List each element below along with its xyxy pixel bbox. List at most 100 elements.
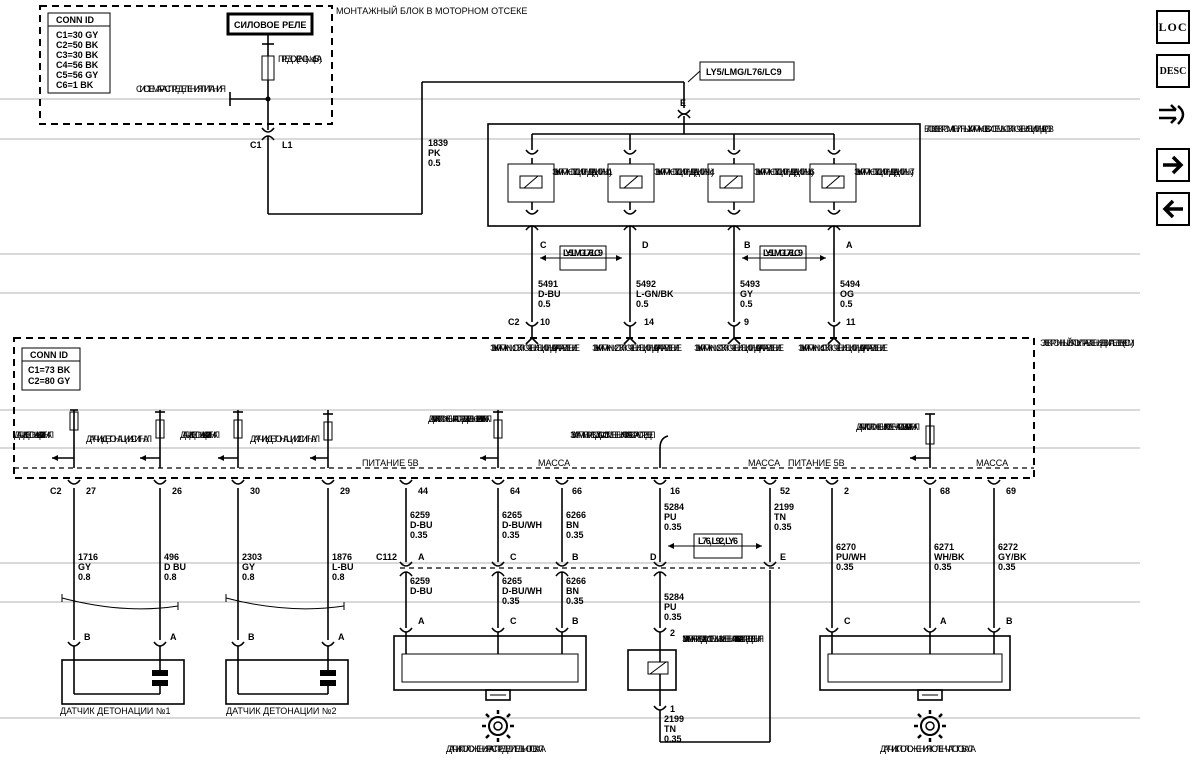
c112-pin: B — [572, 552, 579, 562]
svg-text:6266: 6266 — [566, 510, 586, 520]
svg-text:0.35: 0.35 — [566, 530, 584, 540]
c112-pin: E — [780, 552, 786, 562]
engine-box-title: МОНТАЖНЫЙ БЛОК В МОТОРНОМ ОТСЕКЕ — [336, 5, 527, 16]
supply-wire-circuit: 1839 — [428, 138, 448, 148]
svg-text:1: 1 — [670, 704, 675, 714]
connector-c2-top: C2 — [508, 317, 520, 327]
conn-id-line: C1=30 GY — [56, 30, 98, 40]
svg-text:496: 496 — [164, 552, 179, 562]
svg-text:BN: BN — [566, 520, 579, 530]
svg-text:D BU: D BU — [164, 562, 186, 572]
valve-pin: C — [540, 240, 547, 250]
supply-wire-gauge: 0.5 — [428, 158, 441, 168]
svg-text:0.35: 0.35 — [998, 562, 1016, 572]
connector-c112: C112 A C B D E 6259 D-BU 6265 D-BU/WH 0.… — [376, 552, 786, 742]
svg-text:0.35: 0.35 — [410, 530, 428, 540]
vvt-solenoid-label: Э/М КЛАПАН ПРИВОДА СИСТЕМЫ ИЗМЕНЕНИЯ ФАЗ… — [682, 634, 764, 644]
ecm-pin: 68 — [940, 486, 950, 496]
ecm-box: ЭЛЕКТРОННЫЙ БЛОК УПРАВЛЕНИЯ ДВИГАТЕЛЕМ (… — [13, 337, 1135, 479]
crankshaft-sensor-label: ДАТЧИК ПОЛОЖЕНИЯ КОЛЕНЧАТОГО ВАЛА — [880, 744, 976, 754]
option-code-right-box: LY5/LMG/ L76/LC9 — [742, 245, 826, 271]
ecm-title: ЭЛЕКТРОННЫЙ БЛОК УПРАВЛЕНИЯ ДВИГАТЕЛЕМ (… — [1040, 337, 1135, 348]
ecm-pin: 16 — [670, 486, 680, 496]
power5v-label-2: ПИТАНИЕ 5В — [788, 458, 845, 468]
next-page-button[interactable] — [1156, 148, 1190, 182]
svg-text:B: B — [84, 632, 91, 642]
svg-text:D-BU/WH: D-BU/WH — [502, 586, 542, 596]
grid-lines — [0, 98, 1140, 719]
svg-text:0.35: 0.35 — [502, 596, 520, 606]
svg-text:GY: GY — [242, 562, 255, 572]
svg-text:PU/WH: PU/WH — [836, 552, 866, 562]
option-code-left: LY5/LMG/ L76/LC9 — [563, 248, 603, 258]
ground-label-3: МАССА — [976, 458, 1008, 468]
ecm-pin: 29 — [340, 486, 350, 496]
wiring-icon — [1159, 104, 1185, 125]
svg-text:A: A — [418, 616, 425, 626]
supply-wire-color: PK — [428, 148, 441, 158]
svg-text:PU: PU — [664, 512, 677, 522]
svg-text:0.35: 0.35 — [664, 522, 682, 532]
svg-text:0.35: 0.35 — [836, 562, 854, 572]
ecm-conn-id-line: C1=73 BK — [28, 365, 71, 375]
wire-color: GY — [740, 289, 753, 299]
option-code-lower-box: L76, L92, LY6 — [668, 533, 762, 559]
svg-text:0.35: 0.35 — [566, 596, 584, 606]
valve-pin: B — [744, 240, 751, 250]
svg-text:D-BU/WH: D-BU/WH — [502, 520, 542, 530]
cam-signal-label: ДАТЧИК ПОЛОЖЕНИЯ РАСПРЕДЕ- ЛИТЕЛЬНОГО ВА… — [428, 414, 492, 424]
ecm-control-label: Э/М КЛАПАН №4 ОТКЛЮЧЕНИЯ ЦИЛИНДРА - УПРА… — [798, 343, 888, 353]
ground-label: МАССА — [538, 458, 570, 468]
svg-text:2303: 2303 — [242, 552, 262, 562]
ecm-control-label: Э/М КЛАПАН №1 ОТКЛЮЧЕНИЯ ЦИЛИНДРА - УПРА… — [490, 343, 580, 353]
desc-button[interactable]: DESC — [1156, 54, 1190, 88]
option-code-lower: L76, L92, LY6 — [698, 536, 738, 546]
svg-text:D-BU: D-BU — [410, 520, 433, 530]
arrow-right-icon — [1163, 155, 1184, 175]
engine-fuse-box: МОНТАЖНЫЙ БЛОК В МОТОРНОМ ОТСЕКЕ CONN ID… — [39, 5, 685, 215]
knock-sensor-1: B A ДАТЧИК ДЕТОНАЦИИ №1 — [60, 632, 185, 716]
valve-label: Э/М КЛАПАН ОТКЛ. ЦИЛИНДРА (ЦИЛИН. №4) — [654, 167, 715, 177]
valve-label: Э/М КЛАПАН ОТКЛ. ЦИЛИНДРА (ЦИЛИН. №6) — [754, 167, 815, 177]
ecm-bottom-pins — [67, 479, 1001, 485]
ecm-pin: 52 — [780, 486, 790, 496]
loc-button-label: LOC — [1158, 19, 1188, 34]
solenoid-valve-2: Э/М КЛАПАН ОТКЛ. ЦИЛИНДРА (ЦИЛИН. №4) — [607, 149, 715, 322]
lower-wires — [61, 488, 995, 640]
vvt-ecm-label: Э/М КЛАПАН ПРИВОДА СИСТ. ИЗМЕНЕНИЯ ФАЗ Г… — [570, 430, 656, 440]
svg-text:6271: 6271 — [934, 542, 954, 552]
ecm-pin: 9 — [744, 317, 749, 327]
knock1-signal-label: ДАТЧИК ДЕТОНА- ЦИИ 1 - СИГНАЛ — [14, 430, 54, 440]
wire-circuit: 5494 — [840, 279, 860, 289]
wire-circuit: 5493 — [740, 279, 760, 289]
conn-id-line: C3=30 BK — [56, 50, 99, 60]
gear-icon — [482, 710, 514, 742]
ecm-pin: 69 — [1006, 486, 1016, 496]
prev-page-button[interactable] — [1156, 192, 1190, 226]
connector-c2-bottom: C2 — [50, 486, 62, 496]
conn-id-line: C4=56 BK — [56, 60, 99, 70]
pin-e-label: E — [680, 98, 686, 108]
ecm-pin: 30 — [250, 486, 260, 496]
svg-text:B: B — [572, 616, 579, 626]
c112-pin: D — [650, 552, 657, 562]
svg-text:1876: 1876 — [332, 552, 352, 562]
valve-label: Э/М КЛАПАН ОТКЛ. ЦИЛИНДРА (ЦИЛИН. №1) — [552, 167, 613, 177]
crankshaft-sensor: C A B ДАТЧИК ПОЛОЖЕНИЯ КОЛЕНЧАТОГО ВАЛА — [819, 616, 1013, 754]
gear-icon — [914, 710, 946, 742]
conn-id-line: C6=1 BK — [56, 80, 94, 90]
svg-text:D-BU: D-BU — [410, 586, 433, 596]
svg-text:PU: PU — [664, 602, 677, 612]
wire-circuit: 5491 — [538, 279, 558, 289]
svg-text:6266: 6266 — [566, 576, 586, 586]
loc-button[interactable]: LOC — [1156, 10, 1190, 44]
knock-sensor-2: B A ДАТЧИК ДЕТОНАЦИИ №2 — [225, 632, 349, 716]
svg-text:TN: TN — [664, 724, 676, 734]
svg-text:WH/BK: WH/BK — [934, 552, 965, 562]
ecm-pin: 44 — [418, 486, 428, 496]
valve-pin: D — [642, 240, 649, 250]
wiring-button[interactable] — [1156, 98, 1190, 132]
solenoid-block: E БЛОК ЭЛЕКТРОМАГНИТНЫХ КЛАПАНОВ СИСТЕМЫ… — [487, 98, 1054, 227]
solenoid-valve-3: Э/М КЛАПАН ОТКЛ. ЦИЛИНДРА (ЦИЛИН. №6) — [707, 149, 815, 322]
